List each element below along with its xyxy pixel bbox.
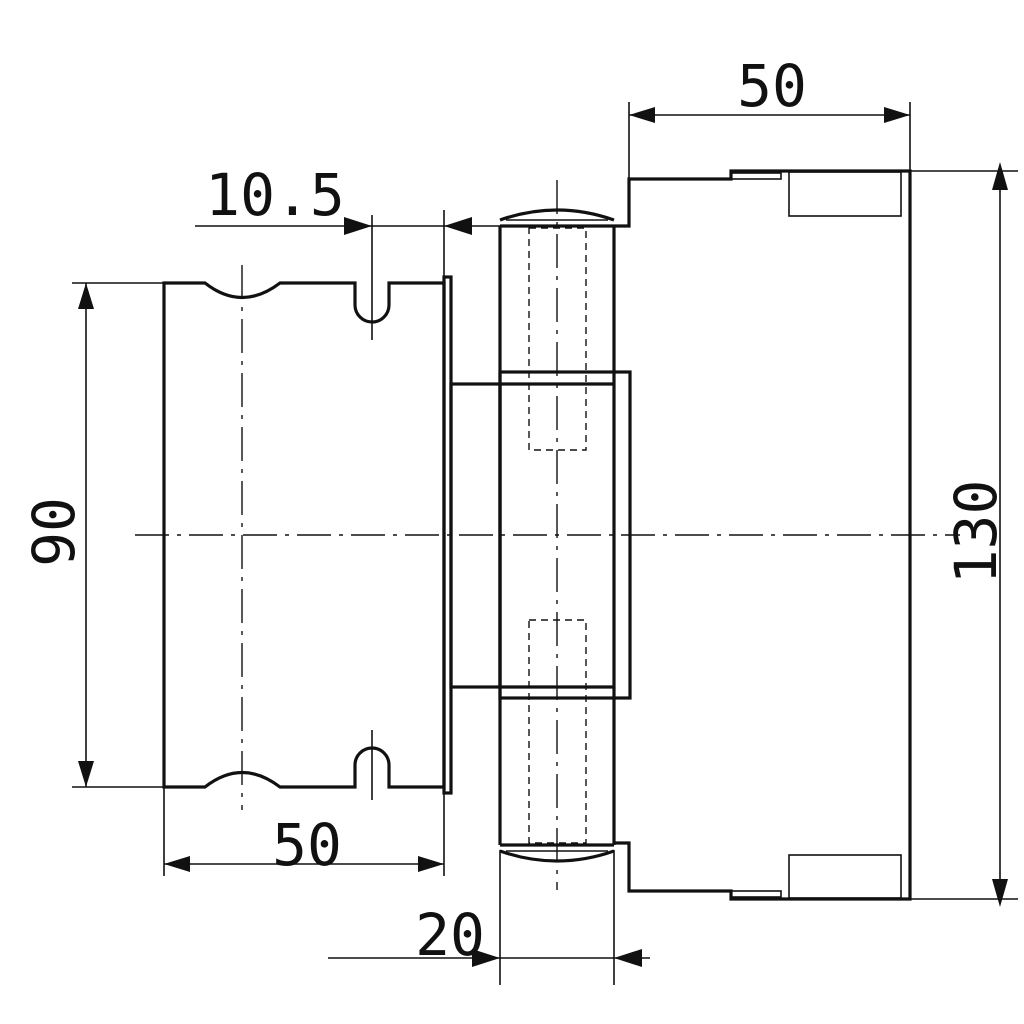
offset-arrow-right <box>444 217 472 235</box>
knuckle-width-arrow-right <box>614 949 642 967</box>
right-height-label: 130 <box>942 480 1010 585</box>
barrel-bottom-cap <box>499 849 615 863</box>
right-height-arrow-top <box>992 162 1008 190</box>
dimension-knuckle-width: 20 <box>328 850 650 985</box>
bottom-slot <box>788 854 902 899</box>
dimension-top-width: 50 <box>628 52 911 178</box>
dimensions: 50 10.5 90 130 <box>20 52 1018 985</box>
dimension-left-height: 90 <box>20 282 164 788</box>
bottom-width-arrow-right <box>418 856 444 872</box>
top-lip <box>730 172 782 180</box>
top-width-arrow-left <box>629 107 655 123</box>
bottom-width-label: 50 <box>272 811 342 879</box>
hidden-pin-top <box>528 227 587 451</box>
center-lines <box>135 180 960 890</box>
left-height-arrow-top <box>78 283 94 309</box>
dimension-bottom-width: 50 <box>163 787 445 879</box>
right-part-outline <box>614 169 912 901</box>
offset-label: 10.5 <box>205 161 345 229</box>
top-width-label: 50 <box>737 52 807 120</box>
left-height-label: 90 <box>20 497 88 567</box>
right-height-arrow-bottom <box>992 879 1008 907</box>
left-height-arrow-bottom <box>78 761 94 787</box>
barrel-top-cap <box>499 208 615 222</box>
top-slot <box>788 171 902 217</box>
knuckle-width-label: 20 <box>415 901 485 969</box>
dimension-offset: 10.5 <box>195 161 500 278</box>
right-frame-part <box>614 169 912 901</box>
hidden-pin-bottom <box>528 619 587 844</box>
knuckle-width-arrow-left <box>472 949 500 967</box>
bottom-width-arrow-left <box>164 856 190 872</box>
top-width-arrow-right <box>884 107 910 123</box>
bottom-lip <box>730 890 782 898</box>
offset-arrow-left <box>344 217 372 235</box>
knuckle-barrel <box>498 208 616 863</box>
dimension-right-height: 130 <box>910 162 1018 907</box>
